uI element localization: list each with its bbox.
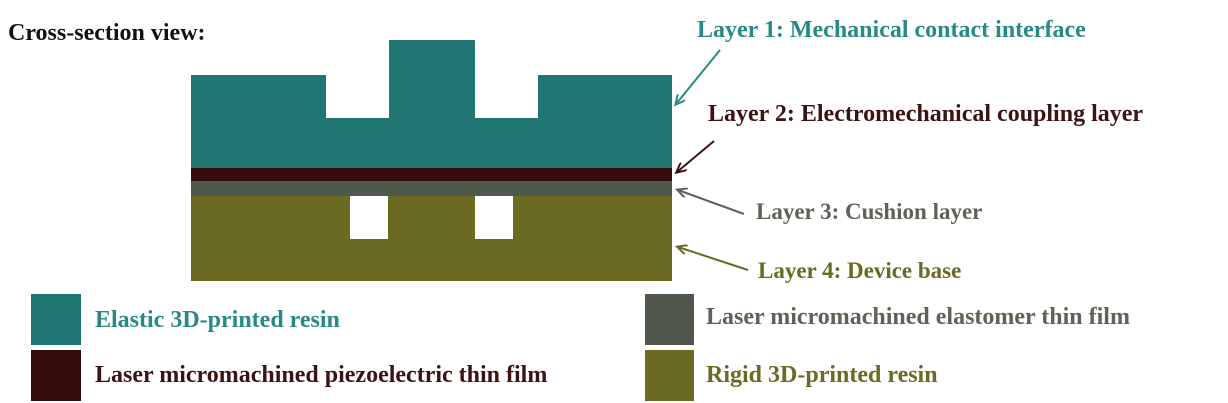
device-base-layer [191,194,672,281]
legend-swatch-rigid [645,350,694,401]
legend-label-piezo: Laser micromachined piezoelectric thin f… [95,362,548,388]
layer2-arrow [677,140,715,172]
cushion-layer [191,181,672,196]
layer3-arrow [678,190,745,215]
legend-label-cushion: Laser micromachined elastomer thin film [706,304,1130,330]
legend-swatch-elastic [31,294,81,345]
layer1-arrow [676,49,721,104]
layer2-label: Layer 2: Electromechanical coupling laye… [708,101,1144,127]
layer1-label: Layer 1: Mechanical contact interface [697,17,1086,43]
piezo-layer [191,168,672,181]
layer4-label: Layer 4: Device base [758,258,962,283]
diagram-heading: Cross-section view: [8,20,206,46]
legend-swatch-cushion [645,294,694,345]
legend-label-rigid: Rigid 3D-printed resin [706,362,938,388]
contact-interface-layer [191,40,672,168]
layer3-label: Layer 3: Cushion layer [756,199,983,224]
layer4-arrow [678,247,749,271]
legend-label-elastic: Elastic 3D-printed resin [95,307,340,333]
legend-swatch-piezo [31,350,81,401]
